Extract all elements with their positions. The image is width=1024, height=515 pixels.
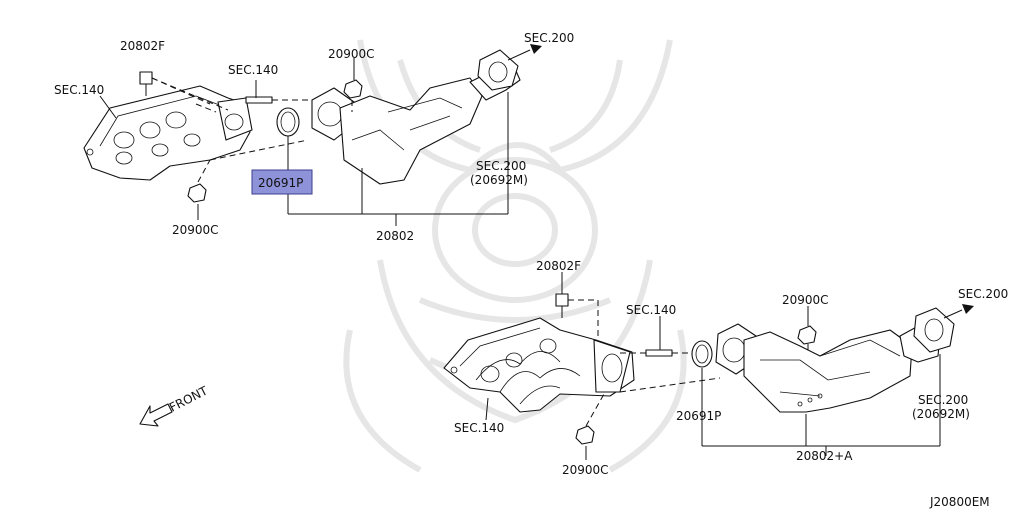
label-bot-nut: 20900C [782,293,829,307]
watermark-emblem [343,39,687,473]
label-top-lower-nut: 20900C [172,223,219,237]
label-bot-sec200-arrow: SEC.200 [958,287,1008,301]
top-bolt-20802f [139,71,153,96]
label-bot-sec140-manifold: SEC.140 [454,421,504,435]
label-top-bolt: 20802F [120,39,165,53]
label-top-sec200-arrow: SEC.200 [524,31,574,45]
top-exhaust-manifold [83,85,253,181]
label-top-gasket-highlighted: 20691P [258,176,303,190]
label-bot-bolt: 20802F [536,259,581,273]
label-top-sec140-stud: SEC.140 [228,63,278,77]
bottom-lower-nut [575,425,595,445]
top-stud [245,96,273,104]
bottom-stud [645,349,673,357]
label-top-sec200-ref-sub: (20692M) [470,173,528,187]
top-nut-20900c [343,79,363,99]
label-bot-sec140-stud: SEC.140 [626,303,676,317]
label-bot-lower-nut: 20900C [562,463,609,477]
diagram-code: J20800EM [929,495,990,509]
bottom-flange-gasket [913,307,955,353]
highlighted-part-box [251,169,313,195]
label-bot-sec200-ref-sub: (20692M) [912,407,970,421]
label-top-sec140-left: SEC.140 [54,83,104,97]
top-lower-nut [187,183,207,203]
label-front: FRONT [167,383,210,414]
front-arrow [139,403,173,427]
label-top-nut: 20900C [328,47,375,61]
bottom-nut-20900c [797,325,817,345]
label-bot-sec200-ref: SEC.200 [918,393,968,407]
bottom-catalytic-converter [715,323,941,413]
label-top-assembly: 20802 [376,229,414,243]
label-bot-assembly: 20802+A [796,449,853,463]
label-bot-gasket: 20691P [676,409,721,423]
label-top-sec200-ref: SEC.200 [476,159,526,173]
bottom-gasket-ring [691,340,713,368]
